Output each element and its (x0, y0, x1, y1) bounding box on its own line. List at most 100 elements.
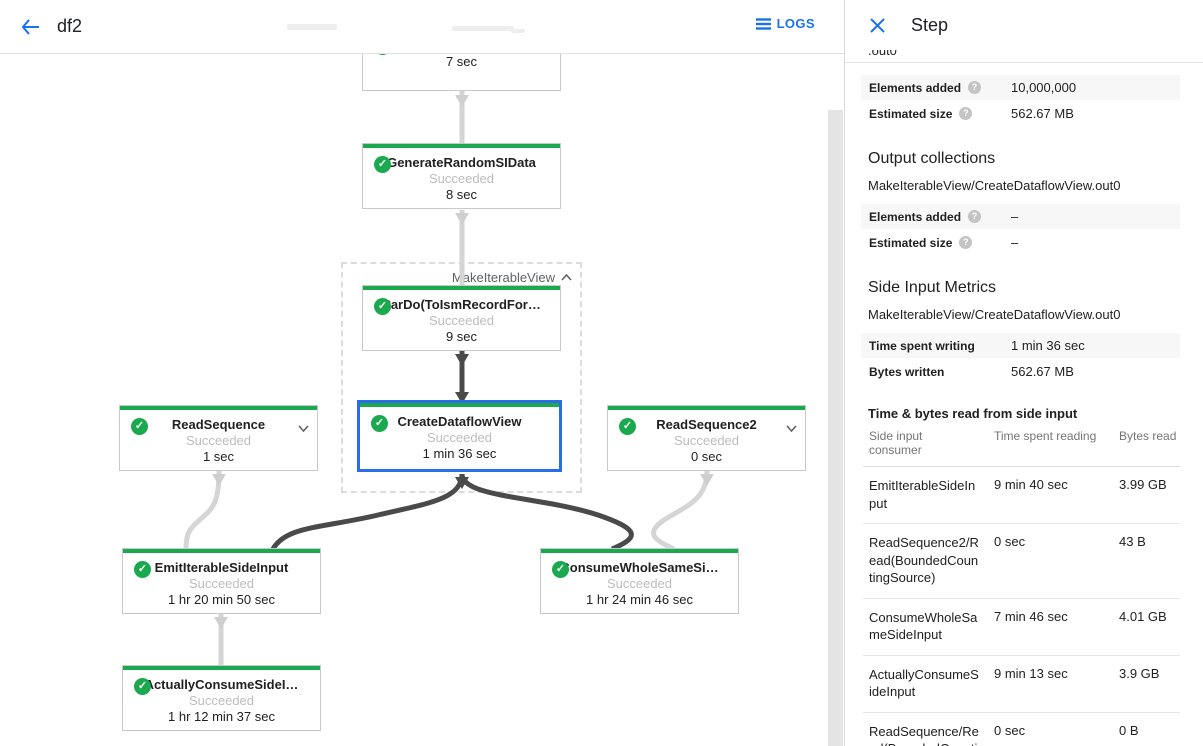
table-row: ConsumeWholeSameSideInput 7 min 46 sec 4… (863, 599, 1180, 656)
bytes-cell: 43 B (1119, 534, 1146, 550)
consumer-cell: EmitIterableSideInput (869, 478, 976, 511)
graph-node-pardo-toismrecord[interactable]: ✓ ParDo(ToIsmRecordFor… Succeeded 9 sec (362, 285, 561, 351)
logs-icon (755, 17, 771, 30)
metric-row: Bytes written 562.67 MB (861, 359, 1180, 384)
node-title: ConsumeWholeSameSi… (560, 560, 719, 575)
node-status-bar (541, 549, 738, 553)
node-duration: 1 sec (202, 449, 235, 464)
node-status: Succeeded (188, 693, 255, 708)
consumer-cell: ReadSequence/Read(BoundedCountingSource) (869, 723, 979, 746)
metric-label: Elements added (869, 80, 962, 95)
bytes-cell: 3.9 GB (1119, 665, 1160, 681)
metric-label: Estimated size (869, 235, 953, 250)
node-duration: 8 sec (445, 187, 478, 202)
table-row: ReadSequence2/Read(BoundedCountingSource… (863, 524, 1180, 599)
clipped-collection-text: .out0 (868, 50, 897, 58)
node-status: Succeeded (673, 433, 740, 448)
graph-vertical-scrollbar[interactable] (828, 110, 843, 746)
panel-body[interactable]: Elements added? 10,000,000 Estimated siz… (845, 62, 1203, 746)
time-cell: 9 min 40 sec (994, 477, 1068, 492)
bytes-cell: 4.01 GB (1119, 608, 1167, 624)
node-title: ActuallyConsumeSideI… (144, 677, 299, 692)
success-check-icon: ✓ (619, 418, 636, 435)
node-duration: 1 hr 24 min 46 sec (586, 592, 693, 607)
chevron-down-icon[interactable] (298, 419, 309, 437)
help-icon[interactable]: ? (959, 107, 973, 120)
node-duration: 1 hr 12 min 37 sec (168, 709, 275, 724)
metric-value: – (1011, 235, 1019, 250)
graph-node-consumewholesamesideinput[interactable]: ✓ ConsumeWholeSameSi… Succeeded 1 hr 24 … (540, 548, 739, 614)
side-input-table: Side input consumer Time spent reading B… (863, 421, 1180, 746)
metric-value: 562.67 MB (1011, 364, 1074, 379)
node-title: ParDo(ToIsmRecordFor… (382, 297, 541, 312)
metric-label: Bytes written (869, 364, 945, 379)
job-toolbar: df2 LOGS (0, 0, 844, 54)
column-header: Bytes read (1119, 429, 1177, 443)
graph-node-readsequence2[interactable]: ✓ ReadSequence2 Succeeded 0 sec (607, 405, 806, 471)
back-button[interactable] (14, 11, 46, 43)
node-duration: 1 hr 20 min 50 sec (168, 592, 275, 607)
panel-title: Step (911, 14, 949, 35)
table-header-row: Side input consumer Time spent reading B… (863, 421, 1180, 467)
graph-node-generaterandomsidata[interactable]: ✓ GenerateRandomSIData Succeeded 8 sec (362, 143, 561, 209)
job-graph-canvas[interactable]: MakeIterableView ✓ Succeeded 7 sec ✓ Gen… (0, 25, 844, 746)
success-check-icon: ✓ (134, 561, 151, 578)
help-icon[interactable]: ? (959, 236, 973, 249)
metric-value: – (1011, 209, 1019, 224)
node-status-bar (363, 144, 560, 148)
graph-edges (183, 91, 714, 666)
node-title: GenerateRandomSIData (387, 155, 536, 170)
time-cell: 9 min 13 sec (994, 665, 1068, 681)
graph-node-actuallyconsumesideinput[interactable]: ✓ ActuallyConsumeSideI… Succeeded 1 hr 1… (122, 665, 321, 731)
graph-node-emititerablesideinput[interactable]: ✓ EmitIterableSideInput Succeeded 1 hr 2… (122, 548, 321, 614)
node-status: Succeeded (428, 313, 495, 328)
logs-button[interactable]: LOGS (755, 16, 815, 31)
node-status: Succeeded (426, 430, 493, 445)
consumer-cell: ConsumeWholeSameSideInput (869, 609, 978, 643)
node-status: Succeeded (188, 576, 255, 591)
node-duration: 9 sec (445, 329, 478, 344)
job-graph-column: MakeIterableView ✓ Succeeded 7 sec ✓ Gen… (0, 0, 844, 746)
column-header: Time spent reading (994, 429, 1097, 443)
chevron-down-icon[interactable] (786, 419, 797, 437)
node-status: Succeeded (185, 433, 252, 448)
node-status: Succeeded (606, 576, 673, 591)
composite-label: MakeIterableView (451, 270, 555, 285)
logs-label: LOGS (776, 16, 815, 31)
node-title: EmitIterableSideInput (154, 560, 289, 575)
node-title: ReadSequence2 (656, 417, 757, 432)
metric-row: Estimated size? – (861, 230, 1180, 255)
metric-label: Estimated size (869, 106, 953, 121)
metric-value: 562.67 MB (1011, 106, 1074, 121)
node-duration: 7 sec (445, 54, 478, 69)
collection-name: MakeIterableView/CreateDataflowView.out0 (868, 178, 1121, 193)
back-arrow-icon (21, 18, 39, 35)
close-panel-button[interactable] (866, 14, 888, 36)
node-title: CreateDataflowView (397, 414, 522, 429)
time-cell: 0 sec (994, 722, 1026, 738)
success-check-icon: ✓ (374, 156, 391, 173)
metric-row: Estimated size? 562.67 MB (861, 101, 1180, 126)
help-icon[interactable]: ? (968, 81, 982, 94)
time-cell: 7 min 46 sec (994, 608, 1068, 624)
success-check-icon: ✓ (374, 298, 391, 315)
graph-node-readsequence[interactable]: ✓ ReadSequence Succeeded 1 sec (119, 405, 318, 471)
chevron-up-icon[interactable] (561, 274, 572, 281)
metric-row: Elements added? – (861, 204, 1180, 229)
help-icon[interactable]: ? (968, 210, 982, 223)
graph-node-createdataflowview-selected[interactable]: ✓ CreateDataflowView Succeeded 1 min 36 … (357, 400, 562, 472)
composite-header[interactable]: MakeIterableView (452, 270, 572, 285)
node-status-bar (123, 666, 320, 670)
node-title: ReadSequence (171, 417, 266, 432)
panel-header: Step (845, 0, 1203, 50)
node-duration: 0 sec (690, 449, 723, 464)
success-check-icon: ✓ (371, 415, 388, 432)
time-cell: 0 sec (994, 534, 1026, 550)
node-status-bar (363, 286, 560, 290)
table-heading: Time & bytes read from side input (868, 406, 1078, 421)
metric-label: Elements added (869, 209, 962, 224)
job-name: df2 (57, 16, 83, 36)
bytes-cell: 0 B (1119, 722, 1139, 738)
success-check-icon: ✓ (134, 678, 151, 695)
node-status: Succeeded (428, 171, 495, 186)
